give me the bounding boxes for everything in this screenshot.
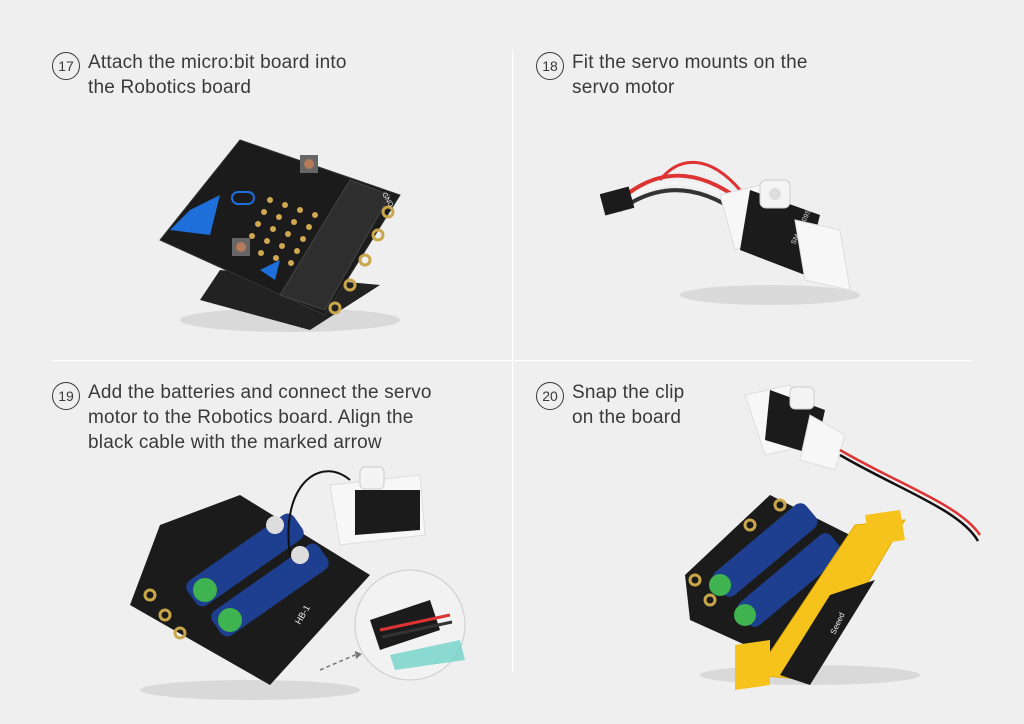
step-number-17: 17: [52, 52, 80, 80]
vertical-divider: [512, 50, 513, 672]
step-18-instruction: Fit the servo mounts on the servo motor: [572, 52, 808, 98]
step-19-instruction: Add the batteries and connect the servo …: [88, 382, 432, 453]
step-18: 18 Fit the servo mounts on the servo mot…: [536, 50, 808, 100]
step-20-instruction: Snap the clip on the board: [572, 382, 685, 428]
step-number-18: 18: [536, 52, 564, 80]
servo-mount-image: SM-S2309S: [600, 160, 860, 305]
step-20: 20 Snap the clip on the board: [536, 380, 684, 430]
step-17: 17 Attach the micro:bit board into the R…: [52, 50, 347, 100]
horizontal-divider: [52, 360, 972, 361]
microbit-board-image: GND: [159, 139, 401, 332]
step-number-20: 20: [536, 382, 564, 410]
battery-board-image: HB-1: [130, 466, 466, 700]
step-17-instruction: Attach the micro:bit board into the Robo…: [88, 52, 347, 98]
step-number-19: 19: [52, 382, 80, 410]
clip-board-image: Seeed: [685, 384, 982, 690]
step-19: 19 Add the batteries and connect the ser…: [52, 380, 432, 455]
